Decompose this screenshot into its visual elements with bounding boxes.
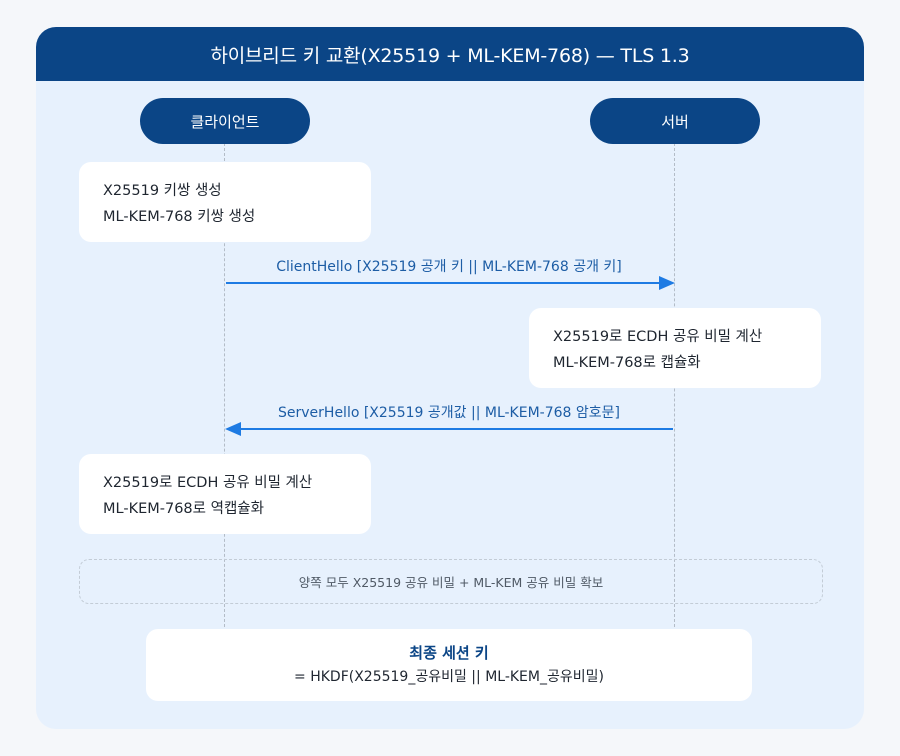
client-hello-label: ClientHello [X25519 공개 키 || ML-KEM-768 공… [276, 259, 622, 275]
client-compute-note: X25519로 ECDH 공유 비밀 계산 ML-KEM-768로 역캡슐화 [79, 454, 371, 534]
client-hello-arrow [226, 276, 675, 290]
server-actor: 서버 [590, 98, 760, 144]
server-compute-note: X25519로 ECDH 공유 비밀 계산 ML-KEM-768로 캡슐화 [529, 308, 821, 388]
note-line: X25519로 ECDH 공유 비밀 계산 [553, 329, 763, 345]
note-line: ML-KEM-768로 역캡슐화 [103, 501, 264, 517]
note-line: X25519 키쌍 생성 [103, 183, 222, 199]
message-arrows [225, 276, 675, 436]
server-hello-arrow [225, 422, 673, 436]
diagram-card: 하이브리드 키 교환(X25519 + ML-KEM-768) — TLS 1.… [36, 27, 864, 729]
client-actor: 클라이언트 [140, 98, 310, 144]
note-line: ML-KEM-768 키쌍 생성 [103, 209, 256, 225]
note-line: X25519로 ECDH 공유 비밀 계산 [103, 475, 313, 491]
final-key-title: 최종 세션 키 [409, 644, 489, 662]
final-session-key-box: 최종 세션 키 = HKDF(X25519_공유비밀 || ML-KEM_공유비… [146, 629, 752, 701]
note-line: ML-KEM-768로 캡슐화 [553, 355, 701, 371]
diagram-title: 하이브리드 키 교환(X25519 + ML-KEM-768) — TLS 1.… [36, 27, 864, 81]
client-keygen-note: X25519 키쌍 생성 ML-KEM-768 키쌍 생성 [79, 162, 371, 242]
client-lifeline [224, 143, 225, 632]
shared-secret-note: 양쪽 모두 X25519 공유 비밀 + ML-KEM 공유 비밀 확보 [79, 559, 823, 604]
server-hello-label: ServerHello [X25519 공개값 || ML-KEM-768 암호… [278, 405, 620, 421]
final-key-formula: = HKDF(X25519_공유비밀 || ML-KEM_공유비밀) [294, 669, 604, 685]
